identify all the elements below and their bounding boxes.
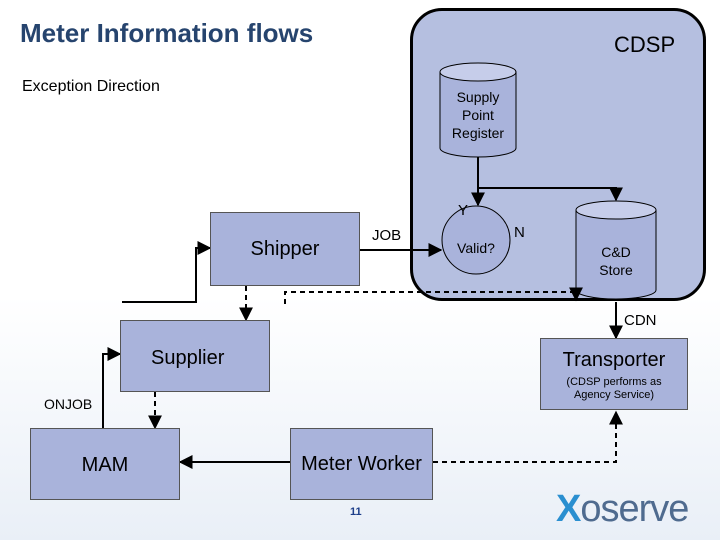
valid-label: Valid? [457,240,495,256]
page-number: 11 [350,506,362,518]
transporter-note: (CDSP performs as Agency Service) [566,376,662,401]
cdn-dashed-arrow [284,287,583,306]
supplier-to-shipper-arrow [122,241,212,303]
supply-point-register-label: Supply Point Register [451,89,505,141]
job-label: JOB [372,227,402,244]
meter-worker-box: Meter Worker [290,428,433,500]
subtitle: Exception Direction [22,78,160,95]
supply-point-register-cylinder [439,62,517,158]
cd-store-label: C&D Store [599,244,633,278]
supplier-box: Supplier [120,320,270,392]
meter-worker-label: Meter Worker [301,452,422,475]
n-label: N [514,224,525,241]
supplier-label: Supplier [151,347,225,369]
mam-label: MAM [81,453,129,476]
slide-title: Meter Information flows [20,18,314,48]
onjob-label: ONJOB [44,396,93,412]
transporter-label: Transporter [562,349,666,371]
xoserve-logo: Xoserve [556,488,689,531]
cdsp-label: CDSP [614,32,676,57]
shipper-box: Shipper [210,212,360,286]
logo-x: X [556,488,581,530]
logo-text: oserve [580,488,689,530]
shipper-label: Shipper [250,237,320,260]
onjob-arrow [102,347,122,428]
y-label: Y [458,202,469,219]
transporter-box: Transporter (CDSP performs as Agency Ser… [540,338,688,410]
mam-box: MAM [30,428,180,500]
meter-worker-to-transporter-dashed [433,410,623,463]
cdn-label: CDN [624,312,657,329]
n-arrow [478,187,623,202]
